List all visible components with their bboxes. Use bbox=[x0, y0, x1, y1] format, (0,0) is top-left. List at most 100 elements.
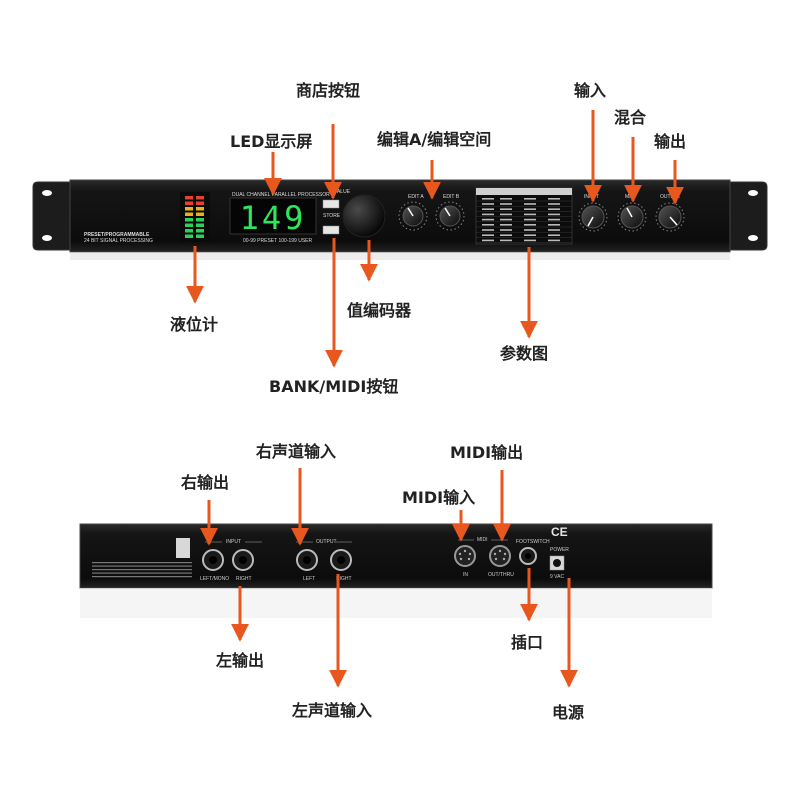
front-rack-ear-left bbox=[32, 181, 76, 251]
value-encoder[interactable] bbox=[342, 194, 386, 238]
meter-led bbox=[185, 212, 193, 216]
fine-print bbox=[92, 562, 192, 578]
label-midi-in: MIDI输入 bbox=[402, 488, 476, 507]
label-left-channel-input: 左声道输入 bbox=[292, 701, 373, 720]
edit-b-knob[interactable] bbox=[435, 201, 465, 231]
label-bank-midi-button: BANK/MIDI按钮 bbox=[269, 377, 399, 396]
output-jack-right[interactable] bbox=[330, 549, 352, 571]
store-label: STORE bbox=[323, 213, 341, 219]
parameter-chart-cell bbox=[524, 224, 536, 226]
parameter-chart-cell bbox=[500, 213, 512, 216]
power-rating-label: 9 VAC bbox=[550, 574, 564, 580]
bank-midi-button[interactable] bbox=[322, 225, 340, 235]
label-level-meter: 液位计 bbox=[170, 315, 219, 334]
meter-led bbox=[196, 201, 204, 205]
parameter-chart-cell bbox=[548, 239, 560, 242]
parameter-chart-cell bbox=[482, 224, 494, 226]
label-value-encoder: 值编码器 bbox=[347, 301, 412, 320]
meter-led bbox=[185, 201, 193, 205]
footswitch-label: FOOTSWITCH bbox=[516, 539, 550, 545]
label-right-output: 右输出 bbox=[181, 473, 230, 492]
jack-left-out-label: LEFT bbox=[303, 576, 315, 582]
ce-mark: CE bbox=[551, 525, 568, 539]
jack-left-mono-label: LEFT/MONO bbox=[200, 576, 229, 582]
front-panel: PRESET/PROGRAMMABLE 24 BIT SIGNAL PROCES… bbox=[32, 179, 768, 260]
parameter-chart-cell bbox=[524, 208, 536, 210]
parameter-chart-cell bbox=[548, 229, 560, 231]
value-label: VALUE bbox=[334, 189, 351, 195]
edit-b-label: EDIT B bbox=[443, 194, 460, 200]
parameter-chart-cell bbox=[482, 198, 494, 200]
parameter-chart-cell bbox=[524, 234, 536, 236]
label-output-knob: 输出 bbox=[654, 132, 687, 151]
parameter-chart-cell bbox=[524, 218, 536, 221]
edit-a-label: EDIT A bbox=[408, 194, 424, 200]
meter-led bbox=[196, 234, 204, 238]
brand-text-line1: PRESET/PROGRAMMABLE bbox=[84, 232, 150, 238]
parameter-chart-cell bbox=[548, 208, 560, 210]
serial-sticker bbox=[176, 538, 190, 558]
midi-out-thru-port[interactable] bbox=[489, 545, 511, 567]
meter-led bbox=[196, 223, 204, 227]
label-right-channel-input: 右声道输入 bbox=[256, 442, 337, 461]
front-rack-ear-right bbox=[725, 181, 768, 251]
parameter-chart-cell bbox=[548, 234, 560, 236]
label-power: 电源 bbox=[552, 703, 585, 722]
jack-right-out-label: RIGHT bbox=[336, 576, 352, 582]
parameter-chart-cell bbox=[548, 224, 560, 226]
label-input-knob: 输入 bbox=[574, 81, 607, 100]
parameter-chart-cell bbox=[482, 213, 494, 216]
meter-led bbox=[196, 229, 204, 233]
back-chassis bbox=[79, 523, 713, 589]
meter-led bbox=[196, 196, 204, 200]
parameter-chart-cell bbox=[500, 198, 512, 200]
jack-right-in-label: RIGHT bbox=[236, 576, 252, 582]
parameter-chart-cell bbox=[548, 198, 560, 200]
meter-led bbox=[185, 234, 193, 238]
store-button[interactable] bbox=[322, 199, 340, 209]
parameter-chart-cell bbox=[524, 198, 536, 200]
fine-print-line bbox=[92, 565, 192, 567]
parameter-chart-cell bbox=[500, 234, 512, 236]
parameter-chart-cell bbox=[524, 229, 536, 231]
midi-in-port[interactable] bbox=[454, 545, 476, 567]
label-midi-out: MIDI输出 bbox=[450, 443, 524, 462]
level-meter bbox=[180, 192, 210, 242]
parameter-chart-cell bbox=[548, 218, 560, 221]
output-knob[interactable] bbox=[655, 202, 685, 232]
midi-group-label: MIDI bbox=[477, 537, 488, 543]
led-display: DUAL CHANNEL PARALLEL PROCESSOR 149 00-9… bbox=[229, 192, 330, 244]
input-knob[interactable] bbox=[578, 202, 608, 232]
back-panel: INPUT LEFT/MONO RIGHT OUTPUT LEFT RIGHT … bbox=[79, 523, 713, 618]
display-header: DUAL CHANNEL PARALLEL PROCESSOR bbox=[232, 192, 330, 198]
parameter-chart bbox=[475, 187, 573, 245]
parameter-chart-cell bbox=[500, 203, 512, 205]
input-jack-left-mono[interactable] bbox=[202, 549, 224, 571]
input-jack-right[interactable] bbox=[232, 549, 254, 571]
mix-knob[interactable] bbox=[617, 202, 647, 232]
meter-led bbox=[185, 218, 193, 222]
edit-a-knob[interactable] bbox=[398, 201, 428, 231]
output-jack-left[interactable] bbox=[296, 549, 318, 571]
fine-print-line bbox=[92, 562, 192, 564]
power-jack[interactable] bbox=[549, 555, 565, 571]
label-edit-a-b: 编辑A/编辑空间 bbox=[377, 130, 492, 149]
parameter-chart-cell bbox=[482, 234, 494, 236]
display-footer: 00-99 PRESET 100-199 USER bbox=[243, 238, 313, 244]
meter-led bbox=[185, 196, 193, 200]
parameter-chart-cell bbox=[482, 208, 494, 210]
parameter-chart-cell bbox=[548, 203, 560, 205]
fine-print-line bbox=[92, 569, 192, 571]
parameter-chart-cell bbox=[482, 239, 494, 242]
input-group-label: INPUT bbox=[226, 539, 241, 545]
brand-text-line2: 24 BIT SIGNAL PROCESSING bbox=[84, 238, 153, 244]
display-value: 149 bbox=[240, 199, 307, 237]
power-label: POWER bbox=[550, 547, 569, 553]
parameter-chart-cell bbox=[482, 218, 494, 221]
meter-led bbox=[185, 229, 193, 233]
footswitch-jack[interactable] bbox=[519, 547, 537, 565]
midi-out-thru-label: OUT/THRU bbox=[488, 572, 514, 578]
parameter-chart-cell bbox=[500, 229, 512, 231]
parameter-chart-cell bbox=[548, 213, 560, 216]
